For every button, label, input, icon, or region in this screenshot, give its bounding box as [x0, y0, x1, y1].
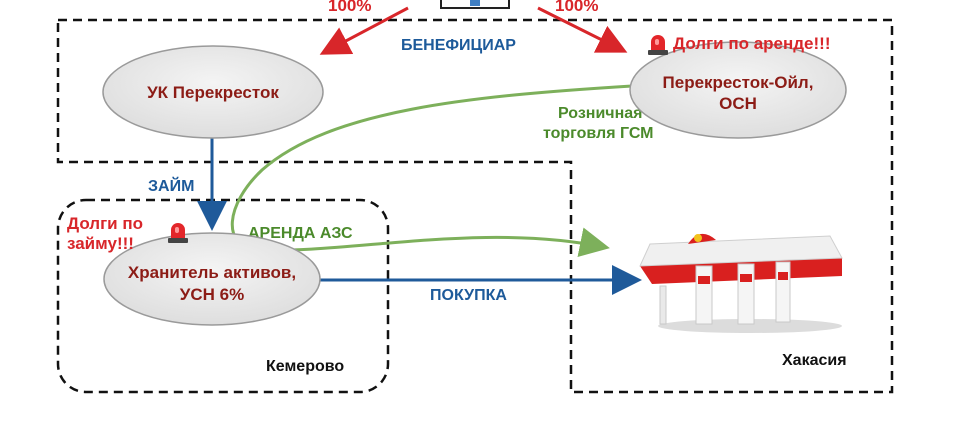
beneficiary-label: БЕНЕФИЦИАР: [401, 37, 516, 54]
kemerovo-region: [56, 198, 390, 394]
siren-icon: [648, 35, 668, 55]
top-group-region: [56, 18, 894, 394]
retail-label-line2: торговля ГСМ: [543, 125, 654, 142]
loan-debt-alert-line1: Долги по: [67, 214, 143, 233]
node-keeper-line2: УСН 6%: [180, 285, 244, 304]
node-uk: УК Перекресток: [102, 45, 324, 139]
percent-left: 100%: [328, 0, 371, 15]
node-oil-line2: ОСН: [719, 94, 757, 113]
purchase-label: ПОКУПКА: [430, 287, 507, 304]
region-khakassia: Хакасия: [782, 352, 847, 369]
ownership-arrow-left: [319, 6, 409, 55]
document-icon: [440, 0, 510, 9]
loan-label: ЗАЙМ: [148, 176, 194, 195]
gas-station-icon: [639, 233, 843, 333]
node-uk-label: УК Перекресток: [147, 83, 279, 102]
node-oil-line1: Перекресток-Ойл,: [663, 73, 814, 92]
siren-icon: [168, 223, 188, 243]
rent-debt-alert: Долги по аренде!!!: [673, 34, 831, 53]
node-keeper-line1: Хранитель активов,: [128, 263, 296, 282]
node-oil: Перекресток-Ойл, ОСН: [629, 41, 847, 139]
retail-label-line1: Розничная: [558, 105, 642, 122]
rent-label: АРЕНДА АЗС: [248, 225, 353, 242]
ownership-arrow-right: [537, 6, 628, 53]
percent-right: 100%: [555, 0, 598, 15]
region-kemerovo: Кемерово: [266, 358, 344, 375]
rent-arrow: [230, 84, 633, 257]
node-keeper: Хранитель активов, УСН 6%: [103, 232, 321, 326]
loan-debt-alert-line2: займу!!!: [67, 234, 134, 253]
